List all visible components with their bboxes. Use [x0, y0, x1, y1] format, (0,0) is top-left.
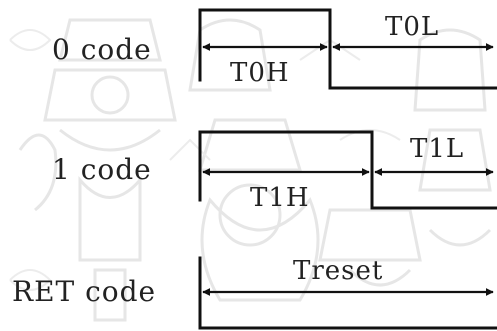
label-t1l: T1L	[410, 134, 465, 164]
waveform-ret-code	[198, 256, 497, 330]
label-t0h: T0H	[230, 58, 290, 88]
row-label-1-code: 1 code	[52, 153, 152, 186]
row-label-ret-code: RET code	[12, 275, 157, 308]
waveform-1-code	[198, 130, 497, 210]
label-treset: Treset	[293, 256, 384, 286]
row-label-0-code: 0 code	[52, 33, 152, 66]
label-t1h: T1H	[250, 183, 310, 213]
waveform-0-code	[198, 8, 497, 90]
label-t0l: T0L	[385, 12, 440, 42]
